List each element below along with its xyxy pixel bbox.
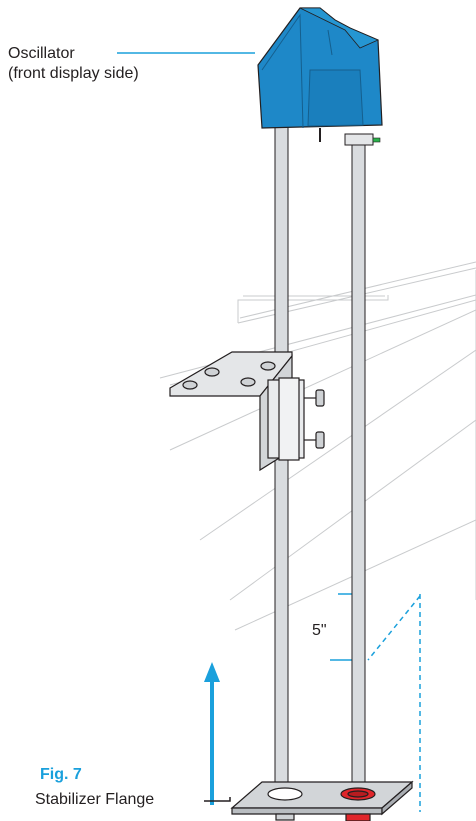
arrow-up-icon — [204, 662, 220, 805]
left-rod — [274, 124, 289, 811]
stabilizer-flange — [230, 780, 414, 821]
table-clamp — [169, 351, 325, 472]
rod-collar — [344, 133, 374, 146]
right-rod — [351, 141, 366, 811]
flange-label: Stabilizer Flange — [35, 791, 155, 808]
measurement-label: 5" — [312, 622, 327, 639]
green-marker — [372, 137, 381, 143]
oscillator-sublabel: (front display side) — [8, 65, 139, 82]
oscillator-housing — [257, 7, 383, 129]
figure-number: Fig. 7 — [40, 766, 82, 783]
oscillator-label: Oscillator — [8, 45, 75, 62]
flange-leader-line — [204, 797, 231, 802]
measurement-guide — [330, 593, 421, 812]
